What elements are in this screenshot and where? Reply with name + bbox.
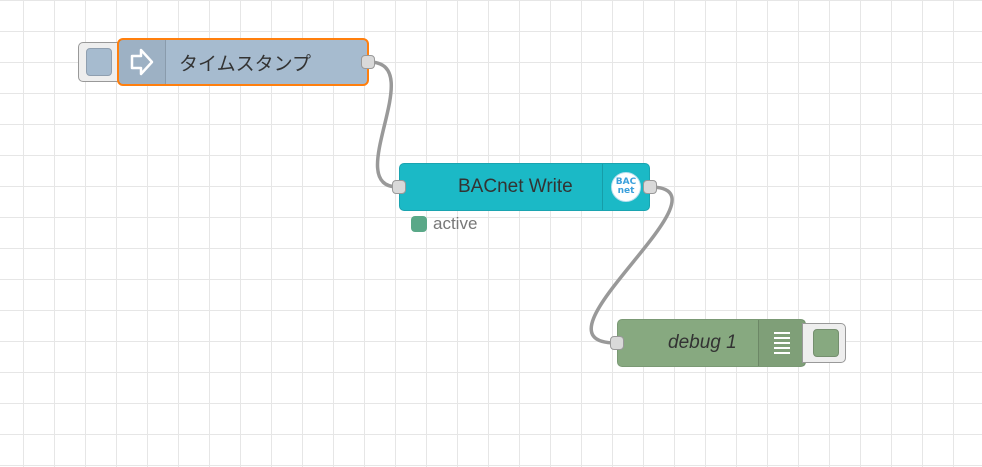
bacnet-write-node[interactable]: BACnet Write BAC net	[399, 163, 650, 211]
inject-trigger-inner	[86, 48, 112, 76]
inject-trigger-button[interactable]	[78, 42, 122, 82]
inject-node-label: タイムスタンプ	[179, 53, 312, 75]
bacnet-node-status: active	[411, 214, 477, 234]
inject-node[interactable]: タイムスタンプ	[117, 38, 369, 86]
bacnet-icon-area: BAC net	[602, 164, 649, 210]
bacnet-output-port[interactable]	[643, 180, 657, 194]
wire-inject-to-bacnet[interactable]	[368, 60, 399, 189]
bacnet-node-label: BACnet Write	[458, 176, 573, 197]
debug-input-port[interactable]	[610, 336, 624, 350]
debug-list-icon	[774, 332, 790, 354]
debug-toggle-button[interactable]	[802, 323, 846, 363]
debug-icon-area	[758, 320, 805, 366]
debug-node[interactable]: debug 1	[617, 319, 806, 367]
inject-icon-area	[119, 40, 166, 84]
status-dot-icon	[411, 216, 427, 232]
inject-output-port[interactable]	[361, 55, 375, 69]
bacnet-input-port[interactable]	[392, 180, 406, 194]
bacnet-logo-icon: BAC net	[611, 172, 641, 202]
bacnet-logo-line2: net	[617, 186, 635, 196]
status-text: active	[433, 214, 478, 233]
bacnet-logo-line1: BAC	[615, 177, 637, 187]
debug-node-label: debug 1	[668, 332, 737, 353]
arrow-in-icon	[130, 48, 154, 76]
debug-toggle-inner	[813, 329, 839, 357]
